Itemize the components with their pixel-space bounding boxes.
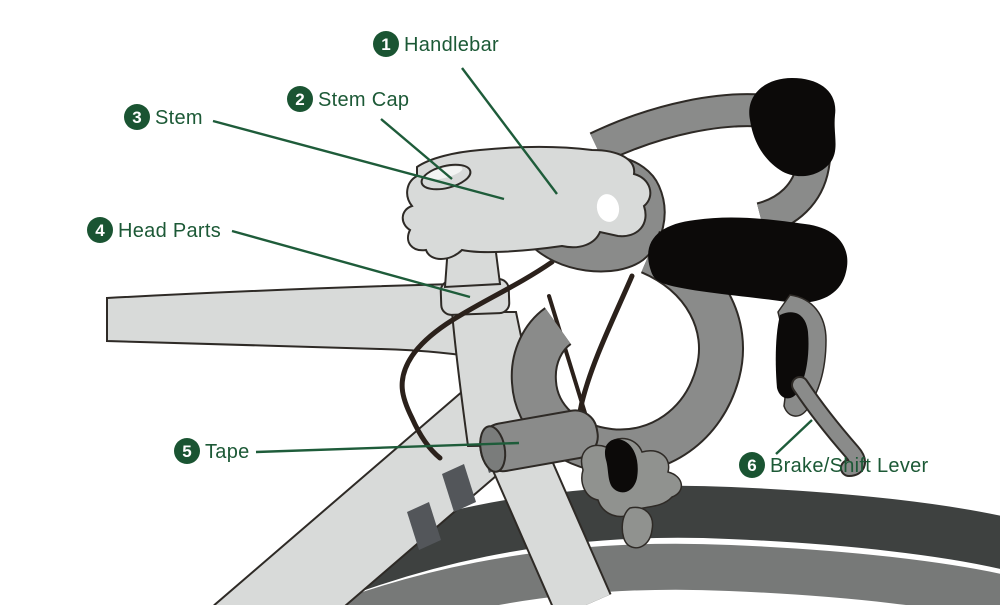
leader-lines — [212, 67, 813, 455]
brake-shift-lever — [775, 294, 866, 477]
part-label-tape: 5 Tape — [174, 438, 250, 464]
leader-line-stem — [212, 119, 505, 201]
part-label-text: Stem — [155, 107, 203, 129]
tape-end-cap — [479, 425, 507, 473]
stem-assembly — [401, 146, 652, 260]
part-label-text: Handlebar — [404, 34, 499, 56]
stem-clamp-gap — [596, 194, 620, 222]
brake-cable-front — [399, 259, 555, 461]
badge-number: 4 — [95, 221, 105, 240]
leader-line-stem-cap — [380, 118, 453, 180]
caliper-knob — [604, 439, 638, 493]
badge-number: 6 — [747, 456, 756, 475]
number-badge — [373, 31, 399, 57]
stripe — [442, 464, 476, 512]
leader-line-head-parts — [231, 229, 471, 299]
leader-line-tape — [255, 441, 520, 454]
badge-number: 5 — [182, 442, 191, 461]
lever-blade — [793, 378, 864, 475]
stripe — [407, 502, 441, 550]
number-badge — [287, 86, 313, 112]
caliper-arm — [621, 506, 654, 549]
part-label-text: Tape — [205, 441, 250, 463]
part-label-brake-shift-lever: 6 Brake/Shift Lever — [739, 452, 929, 478]
number-badge — [124, 104, 150, 130]
far-brake-hood — [749, 78, 836, 177]
part-label-text: Brake/Shift Lever — [770, 455, 929, 477]
part-label-stem: 3 Stem — [124, 104, 203, 130]
leader-line-brake-shift-lever — [775, 419, 813, 455]
part-label-stem-cap: 2 Stem Cap — [287, 86, 409, 112]
wheel-rim-gray-band — [324, 543, 1000, 605]
badge-number: 1 — [381, 35, 390, 54]
badge-number: 3 — [132, 108, 141, 127]
leader-line-handlebar — [461, 67, 558, 195]
badge-number: 2 — [295, 90, 304, 109]
top-tube — [106, 282, 500, 362]
near-brake-hood — [648, 217, 848, 303]
part-label-handlebar: 1 Handlebar — [373, 31, 499, 57]
part-label-text: Stem Cap — [318, 89, 409, 111]
number-badge — [174, 438, 200, 464]
part-labels: 1 Handlebar 2 Stem Cap 3 Stem 4 Head Par… — [87, 31, 929, 478]
part-label-text: Head Parts — [118, 220, 221, 242]
part-label-head-parts: 4 Head Parts — [87, 217, 221, 243]
brake-caliper — [580, 437, 682, 549]
number-badge — [87, 217, 113, 243]
number-badge — [739, 452, 765, 478]
bar-tape-grip — [479, 409, 599, 473]
